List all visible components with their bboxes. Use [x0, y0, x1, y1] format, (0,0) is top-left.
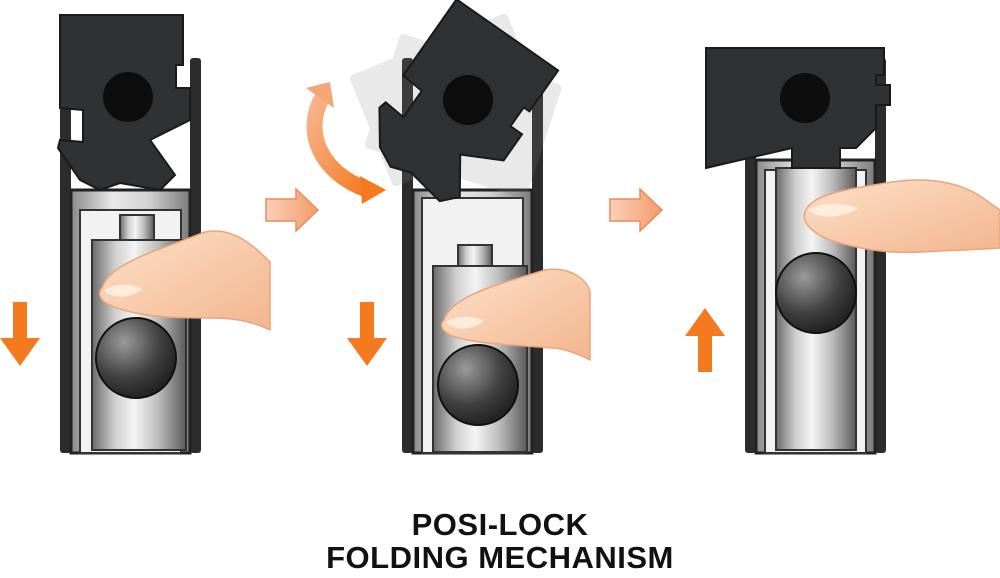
frame-rail-left [60, 58, 71, 453]
pivot-hole [443, 75, 493, 125]
caption-line-1: POSI-LOCK [411, 507, 589, 542]
posi-lock-diagram [0, 0, 1000, 455]
step-1-panel [0, 14, 271, 455]
spring-ball [437, 344, 519, 426]
spring-ball [775, 252, 857, 334]
curved-double-arrow-icon [306, 82, 386, 204]
step-3-panel [685, 47, 1000, 455]
finger-icon [440, 268, 591, 362]
arrow-down-icon [347, 302, 387, 366]
lock-pin [119, 214, 155, 244]
arrow-up-icon [685, 308, 725, 372]
frame-rail-right [532, 58, 543, 453]
caption: POSI-LOCK FOLDING MECHANISM [0, 508, 1000, 574]
finger-icon [803, 179, 1000, 254]
pivot-hole [780, 73, 830, 123]
fingernail [104, 284, 142, 297]
spring-ball [95, 317, 177, 399]
arrow-right-icon [265, 187, 320, 233]
fingernail [808, 203, 858, 217]
caption-line-2: FOLDING MECHANISM [326, 540, 674, 575]
finger-icon [98, 230, 271, 332]
pivot-hole [103, 72, 153, 122]
fingernail [446, 316, 484, 329]
arrow-down-icon [0, 302, 40, 366]
step-2-panel [347, 0, 591, 455]
frame-rail-right [875, 58, 886, 453]
arrow-right-icon [609, 187, 664, 233]
